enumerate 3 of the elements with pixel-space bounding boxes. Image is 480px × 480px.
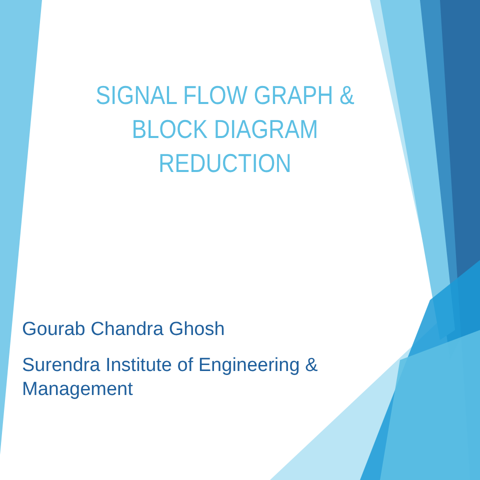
institution-name: Surendra Institute of Engineering & Management [22,354,319,402]
slide-title: SIGNAL FLOW GRAPH & BLOCK DIAGRAM REDUCTION [94,79,356,180]
author-name: Gourab Chandra Ghosh [22,318,226,342]
